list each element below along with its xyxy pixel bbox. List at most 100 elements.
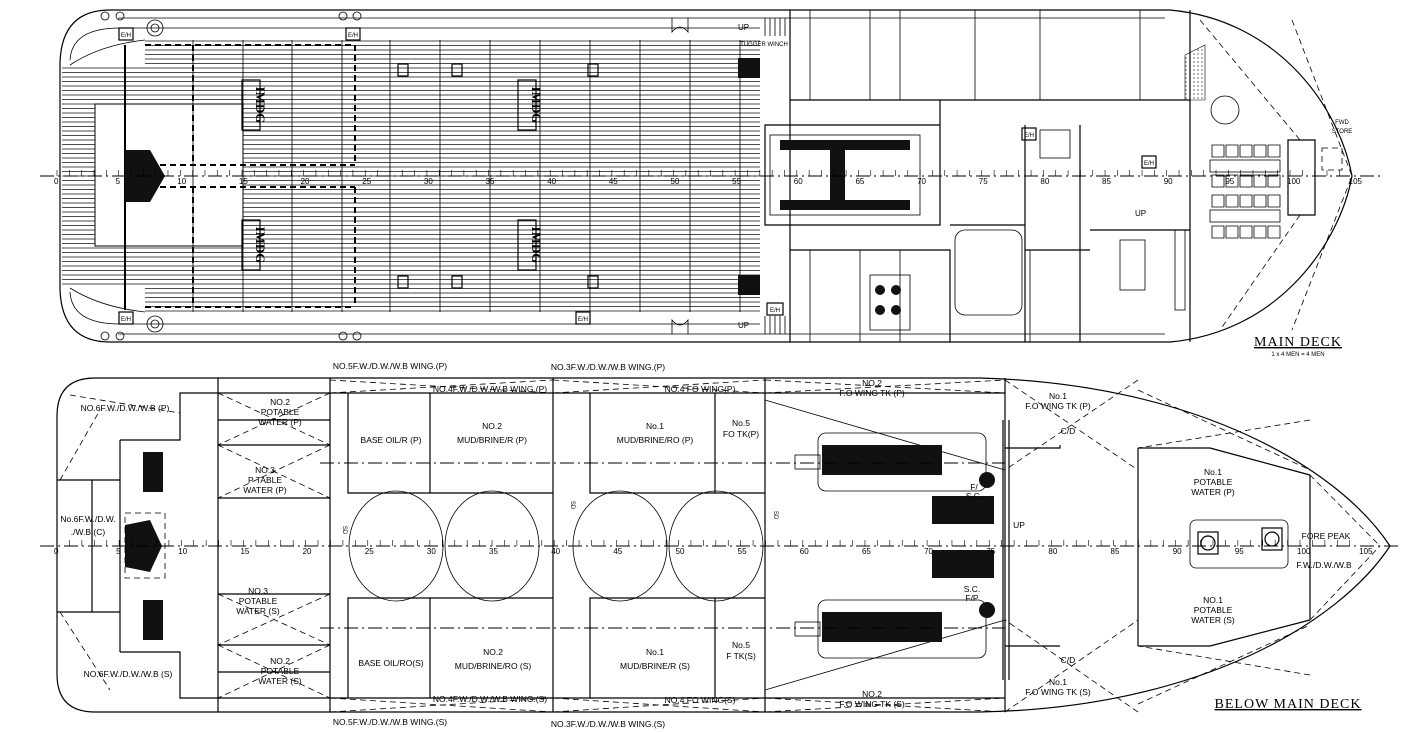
tugger-winch-label: TUGGER WINCH xyxy=(740,42,788,48)
bow-thruster-room xyxy=(1189,519,1289,569)
frame-number: 95 xyxy=(1225,177,1234,186)
frame-number: 80 xyxy=(1048,547,1057,556)
stairs: UP UP xyxy=(671,18,786,334)
frame-number: 45 xyxy=(613,547,622,556)
tank-label-no2-potable-p: WATER (P) xyxy=(258,417,302,427)
frame-number: 15 xyxy=(240,547,249,556)
bollards xyxy=(100,11,362,341)
main-engine-stbd-icon xyxy=(822,612,942,642)
tank-label-fore-peak: FORE PEAK xyxy=(1302,531,1351,541)
frame-number: 100 xyxy=(1297,547,1311,556)
open-deck-area xyxy=(94,103,244,247)
scfp-label: S.C. xyxy=(964,584,981,594)
frame-number: 90 xyxy=(1164,177,1173,186)
frame-number: 70 xyxy=(924,547,933,556)
tank-label-no1-potable-s: NO.1 xyxy=(1203,595,1223,605)
eh-label: E/H xyxy=(121,33,131,39)
frame-number: 75 xyxy=(986,547,995,556)
tugger-winch-icon xyxy=(738,275,760,295)
tank-label-no4-fo-wing-s: NO.4 FO WING(S) xyxy=(665,695,736,705)
tank-label-no2-potable-s: WATER (S) xyxy=(258,676,302,686)
frame-number: 20 xyxy=(301,177,310,186)
deck-hatches xyxy=(397,63,599,289)
tank-label-no6-s: NO.6F.W./D.W./W.B (S) xyxy=(84,669,173,679)
frame-number: 75 xyxy=(979,177,988,186)
tank-label-no3-wing-p: NO.3F.W./D.W./W.B WING.(P) xyxy=(551,362,665,372)
tank-label-no2-fo-wing-p: F.O WING TK (P) xyxy=(839,388,905,398)
eh-label: E/H xyxy=(121,317,131,323)
tank-label-no2-potable-p: POTABLE xyxy=(261,407,300,417)
tank-label-no1-potable-p: WATER (P) xyxy=(1191,487,1235,497)
tank-label-no1-fo-wing-s: No.1 xyxy=(1049,677,1067,687)
imdg-zone: IMDG IMDG IMDG IMDG xyxy=(241,79,544,271)
eh-label: E/H xyxy=(770,308,780,314)
fwd-store-label: FWD xyxy=(1335,120,1349,126)
tank-label-no1-mud-p: No.1 xyxy=(646,421,664,431)
tank-label-no2-fo-wing-p: NO.2 xyxy=(862,378,882,388)
frame-number: 65 xyxy=(855,177,864,186)
generator-icon xyxy=(932,550,994,578)
tank-label-no6-p: NO.6F.W./D.W./W.B (P) xyxy=(81,403,170,413)
frame-number: 30 xyxy=(427,547,436,556)
tank-label-no5-f-s: No.5 xyxy=(732,640,750,650)
tank-label-no3-potable-s: WATER (S) xyxy=(236,606,280,616)
eh-label: E/H xyxy=(578,317,588,323)
tank-label-no2-potable-s: NO.2 xyxy=(270,656,290,666)
sd-label: SD xyxy=(772,511,778,520)
tank-label-no1-mud-s: MUD/BRINE/R (S) xyxy=(620,661,690,671)
up-label: UP xyxy=(738,321,749,330)
tugger-winch-icon xyxy=(738,58,760,78)
tank-label-no3-wing-s: NO.3F.W./D.W./W.B WING.(S) xyxy=(551,719,665,729)
tank-label-no3-potable-p: P TABLE xyxy=(248,475,282,485)
frame-number: 80 xyxy=(1040,177,1049,186)
imdg-label: IMDG xyxy=(253,227,268,264)
tank-label-no6-c: No.6F.W./D.W. xyxy=(60,514,115,524)
generator-icon xyxy=(932,496,994,524)
imdg-label: IMDG xyxy=(529,87,544,124)
tank-label-no5-f-s: F TK(S) xyxy=(726,651,756,661)
tank-label-no5-wing-s: NO.5F.W./D.W./W.B WING.(S) xyxy=(333,717,447,727)
frame-number: 5 xyxy=(116,547,121,556)
tank-label-no1-potable-p: No.1 xyxy=(1204,467,1222,477)
frame-number: 40 xyxy=(547,177,556,186)
tank-label-no1-fo-wing-s: F.O WING TK (S) xyxy=(1025,687,1091,697)
frame-number: 105 xyxy=(1359,547,1373,556)
tank-label-no5-wing-p: NO.5F.W./D.W./W.B WING.(P) xyxy=(333,361,447,371)
frame-number: 55 xyxy=(732,177,741,186)
cd-label-p: C/D xyxy=(1061,426,1076,436)
tank-label-no4-wing-p: NO.4F.W./D.W./W.B WING.(P) xyxy=(433,384,547,394)
tank-label-no5-fo-p: FO TK(P) xyxy=(723,429,759,439)
tank-label-no2-mud-p: NO.2 xyxy=(482,421,502,431)
accommodation-block: FWD STORE E/H E/H UP xyxy=(764,10,1353,342)
cd-label-s: C/D xyxy=(1061,655,1076,665)
frame-number: 105 xyxy=(1349,177,1363,186)
sd-label: SD xyxy=(569,501,575,510)
frame-number: 85 xyxy=(1102,177,1111,186)
main-engine-foundation xyxy=(817,599,987,659)
frame-number: 90 xyxy=(1173,547,1182,556)
tank-label-no2-potable-s: POTABLE xyxy=(261,666,300,676)
main-deck-hull-outline xyxy=(59,9,1353,343)
main-deck-plan: IMDG IMDG IMDG IMDG E/H E/H E/H E/H E/H xyxy=(40,9,1380,358)
tank-label-no2-mud-p: MUD/BRINE/R (P) xyxy=(457,435,527,445)
tank-label-base-oil-s: BASE OIL/RO(S) xyxy=(358,658,423,668)
tank-labels: NO.5F.W./D.W./W.B WING.(P) NO.3F.W./D.W.… xyxy=(60,361,1352,729)
tank-label-base-oil-p: BASE OIL/R (P) xyxy=(361,435,422,445)
frame-number: 95 xyxy=(1235,547,1244,556)
frame-number: 40 xyxy=(551,547,560,556)
tank-label-no5-fo-p: No.5 xyxy=(732,418,750,428)
up-label: UP xyxy=(1135,209,1146,218)
fsc-label: F/ xyxy=(970,482,978,492)
frame-number: 0 xyxy=(54,547,59,556)
frame-number: 20 xyxy=(303,547,312,556)
tank-label-no2-fo-wing-s: F.O WING TK (S) xyxy=(839,699,905,709)
tank-label-no3-potable-s: POTABLE xyxy=(239,596,278,606)
frame-number: 45 xyxy=(609,177,618,186)
tank-label-no1-fo-wing-p: No.1 xyxy=(1049,391,1067,401)
frame-number: 15 xyxy=(239,177,248,186)
up-label: UP xyxy=(738,23,749,32)
